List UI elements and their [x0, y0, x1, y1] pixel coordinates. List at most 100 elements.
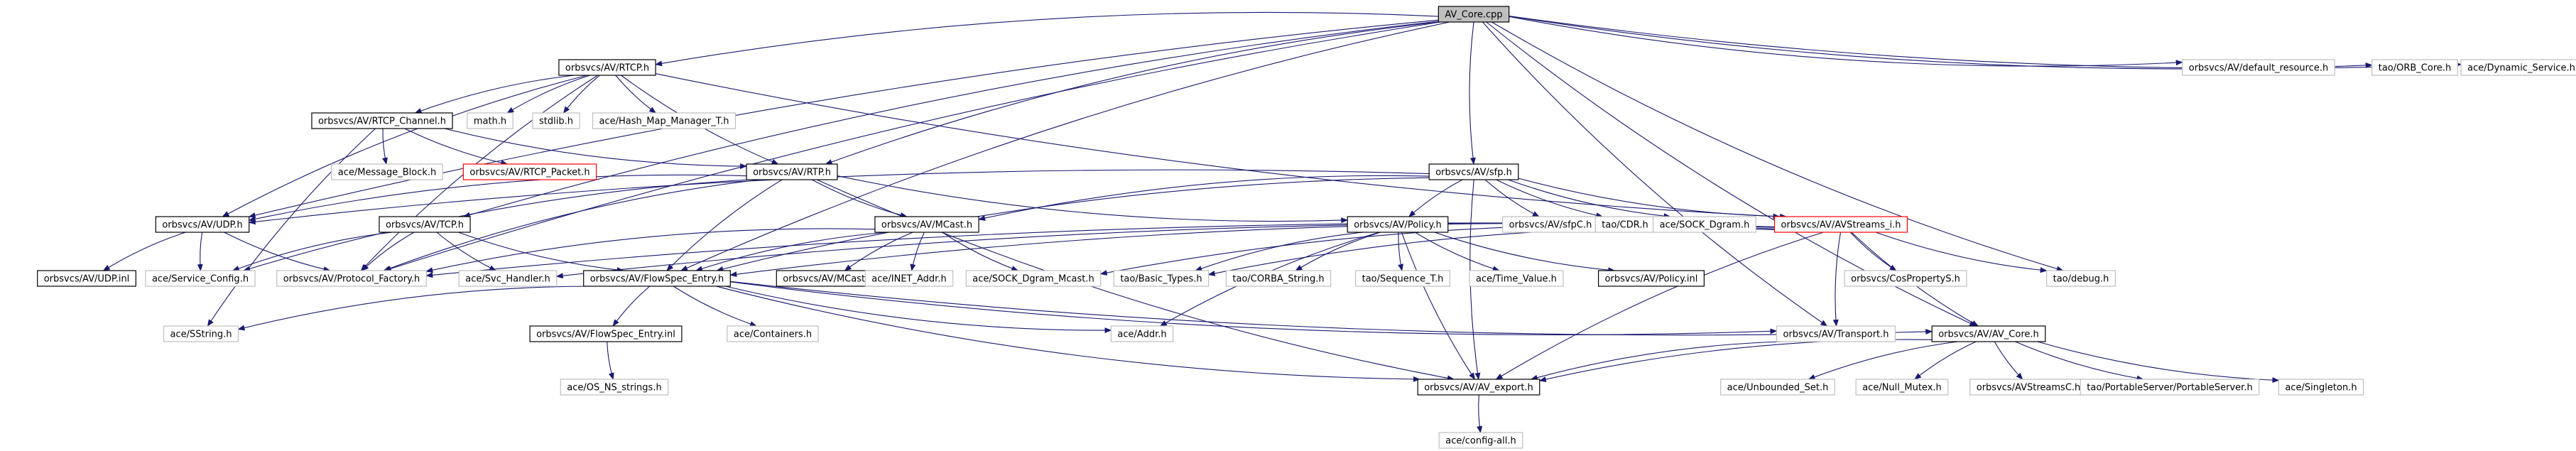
edge-flowspec-inl-to-os-ns-strings	[607, 341, 614, 380]
graph-node-transport-h: orbsvcs/AV/Transport.h	[1776, 325, 1896, 342]
node-label: orbsvcs/AV/FlowSpec_Entry.inl	[536, 330, 675, 340]
edge-tcp-h-to-protocol-factory	[362, 232, 415, 271]
edge-flowspec-entry-to-transport-h	[730, 281, 1778, 335]
graph-node-corba-string: tao/CORBA_String.h	[1225, 270, 1332, 287]
edge-flowspec-entry-to-av-export	[716, 286, 1420, 382]
edge-rtp-h-to-protocol-factory	[383, 179, 760, 271]
graph-node-rtcp-channel[interactable]: orbsvcs/AV/RTCP_Channel.h	[311, 112, 453, 129]
node-label: orbsvcs/CosPropertyS.h	[1851, 274, 1960, 285]
graph-node-sfp-h[interactable]: orbsvcs/AV/sfp.h	[1428, 163, 1519, 180]
edge-avstreams-i-to-basic-types	[1207, 227, 1775, 276]
node-label: orbsvcs/AV/Policy.inl	[1605, 274, 1698, 285]
node-label: ace/Time_Value.h	[1476, 274, 1557, 285]
graph-node-tcp-h[interactable]: orbsvcs/AV/TCP.h	[379, 216, 471, 233]
graph-node-policy-h[interactable]: orbsvcs/AV/Policy.h	[1347, 216, 1449, 233]
edge-sfp-h-to-mcast-h	[978, 175, 1430, 221]
node-box	[276, 270, 427, 287]
graph-node-hash-map: ace/Hash_Map_Manager_T.h	[592, 112, 737, 129]
node-box	[2046, 270, 2116, 287]
edge-policy-h-to-corba-string	[1295, 232, 1381, 271]
graph-node-rtp-h[interactable]: orbsvcs/AV/RTP.h	[746, 163, 838, 180]
node-label: ace/Containers.h	[734, 330, 812, 340]
edge-avstreams-i-to-transport-h	[1832, 232, 1842, 327]
node-label: orbsvcs/AV/AV_export.h	[1424, 383, 1533, 393]
node-box	[1417, 379, 1540, 396]
node-box	[1113, 270, 1210, 287]
node-box	[467, 112, 513, 129]
node-box	[1598, 270, 1705, 287]
edge-sfp-h-to-avstreams-i	[1518, 178, 1788, 219]
node-box	[1438, 432, 1523, 449]
edge-sfp-h-to-sfpc-h	[1484, 179, 1540, 217]
node-label: orbsvcs/AV/RTCP_Packet.h	[469, 168, 589, 178]
graph-node-av-core-h[interactable]: orbsvcs/AV/AV_Core.h	[1931, 325, 2046, 342]
edge-layer	[102, 11, 2462, 433]
graph-node-svc-handler: ace/Svc_Handler.h	[458, 270, 558, 287]
edge-policy-h-to-time-value	[1414, 232, 1500, 272]
edge-av-core-h-to-avstreamsc	[1994, 341, 2023, 380]
node-label: orbsvcs/AV/AV_Core.h	[1938, 330, 2039, 340]
node-box	[864, 270, 954, 287]
graph-node-sstring: ace/SString.h	[163, 325, 239, 342]
node-label: ace/SOCK_Dgram.h	[1660, 220, 1750, 231]
node-box	[1931, 325, 2046, 342]
edge-root-to-default-resource	[1509, 16, 2183, 67]
graph-node-addr-h: ace/Addr.h	[1110, 325, 1174, 342]
node-box	[1469, 270, 1564, 287]
edge-flowspec-entry-to-addr-h	[725, 286, 1112, 334]
graph-node-math-h: math.h	[467, 112, 513, 129]
graph-node-basic-types: tao/Basic_Types.h	[1113, 270, 1210, 287]
edge-rtcp-channel-to-sstring	[207, 128, 376, 327]
edge-av-core-h-to-av-export	[1538, 339, 1933, 382]
graph-node-flowspec-entry[interactable]: orbsvcs/AV/FlowSpec_Entry.h	[583, 270, 731, 287]
graph-node-rtcp-h[interactable]: orbsvcs/AV/RTCP.h	[558, 59, 656, 76]
node-label: orbsvcs/AV/FlowSpec_Entry.h	[590, 274, 724, 285]
edge-udp-h-to-service-config	[197, 232, 203, 271]
edge-rtcp-h-to-stdlib-h	[563, 75, 600, 114]
node-box	[145, 270, 256, 287]
node-label: ace/Service_Config.h	[152, 274, 249, 285]
graph-node-cdr-h: tao/CDR.h	[1594, 216, 1656, 233]
edge-flowspec-entry-to-containers	[673, 286, 757, 327]
edge-root-to-tcp-h	[462, 21, 1439, 218]
node-label: tao/debug.h	[2053, 274, 2109, 285]
graph-node-unbounded-set: ace/Unbounded_Set.h	[1720, 379, 1835, 396]
graph-node-sock-dgram: ace/SOCK_Dgram.h	[1653, 216, 1756, 233]
edge-mcast-h-to-protocol-factory	[425, 228, 875, 273]
node-label: ace/Unbounded_Set.h	[1727, 383, 1829, 393]
graph-node-mcast-inl[interactable]: orbsvcs/AV/MCast.inl	[776, 270, 886, 287]
node-label: orbsvcs/AVStreamsC.h	[1977, 383, 2081, 393]
graph-node-flowspec-inl[interactable]: orbsvcs/AV/FlowSpec_Entry.inl	[529, 325, 683, 342]
node-label: ace/Addr.h	[1117, 330, 1166, 340]
node-box	[965, 270, 1102, 287]
edge-flowspec-entry-to-sstring	[237, 286, 593, 331]
node-label: tao/Sequence_T.h	[1362, 274, 1444, 285]
graph-node-policy-inl[interactable]: orbsvcs/AV/Policy.inl	[1598, 270, 1705, 287]
graph-node-av-export[interactable]: orbsvcs/AV/AV_export.h	[1417, 379, 1540, 396]
edge-rtcp-h-to-math-h	[506, 75, 590, 114]
edge-rtp-h-to-policy-h	[837, 175, 1349, 224]
edge-policy-h-to-av-export	[1401, 232, 1476, 380]
node-label: orbsvcs/AV/RTCP_Channel.h	[318, 116, 446, 127]
node-box	[1773, 216, 1908, 233]
node-label: ace/Dynamic_Service.h	[2467, 63, 2575, 74]
graph-node-sequence-t: tao/Sequence_T.h	[1355, 270, 1450, 287]
edge-avstreams-i-to-av-export	[1495, 232, 1824, 380]
graph-node-stdlib-h: stdlib.h	[532, 112, 580, 129]
node-box	[1653, 216, 1756, 233]
node-box	[311, 112, 453, 129]
graph-node-udp-h[interactable]: orbsvcs/AV/UDP.h	[155, 216, 250, 233]
edge-avstreams-i-to-tao-debug	[1875, 232, 2048, 273]
node-box	[532, 112, 580, 129]
graph-node-avstreamsc: orbsvcs/AVStreamsC.h	[1969, 379, 2087, 396]
graph-node-mcast-h[interactable]: orbsvcs/AV/MCast.h	[874, 216, 979, 233]
node-label: tao/ORB_Core.h	[2379, 63, 2452, 74]
node-label: orbsvcs/AV/RTCP.h	[565, 63, 649, 74]
graph-node-udp-inl[interactable]: orbsvcs/AV/UDP.inl	[37, 270, 136, 287]
edge-transport-h-to-av-export	[1530, 341, 1784, 381]
node-label: orbsvcs/AV/RTP.h	[753, 168, 831, 178]
edge-root-to-tao-debug	[1491, 21, 2064, 272]
edge-root-to-protocol-factory	[384, 21, 1441, 272]
node-label: orbsvcs/AV/TCP.h	[386, 220, 464, 231]
graph-node-null-mutex: ace/Null_Mutex.h	[1855, 379, 1949, 396]
